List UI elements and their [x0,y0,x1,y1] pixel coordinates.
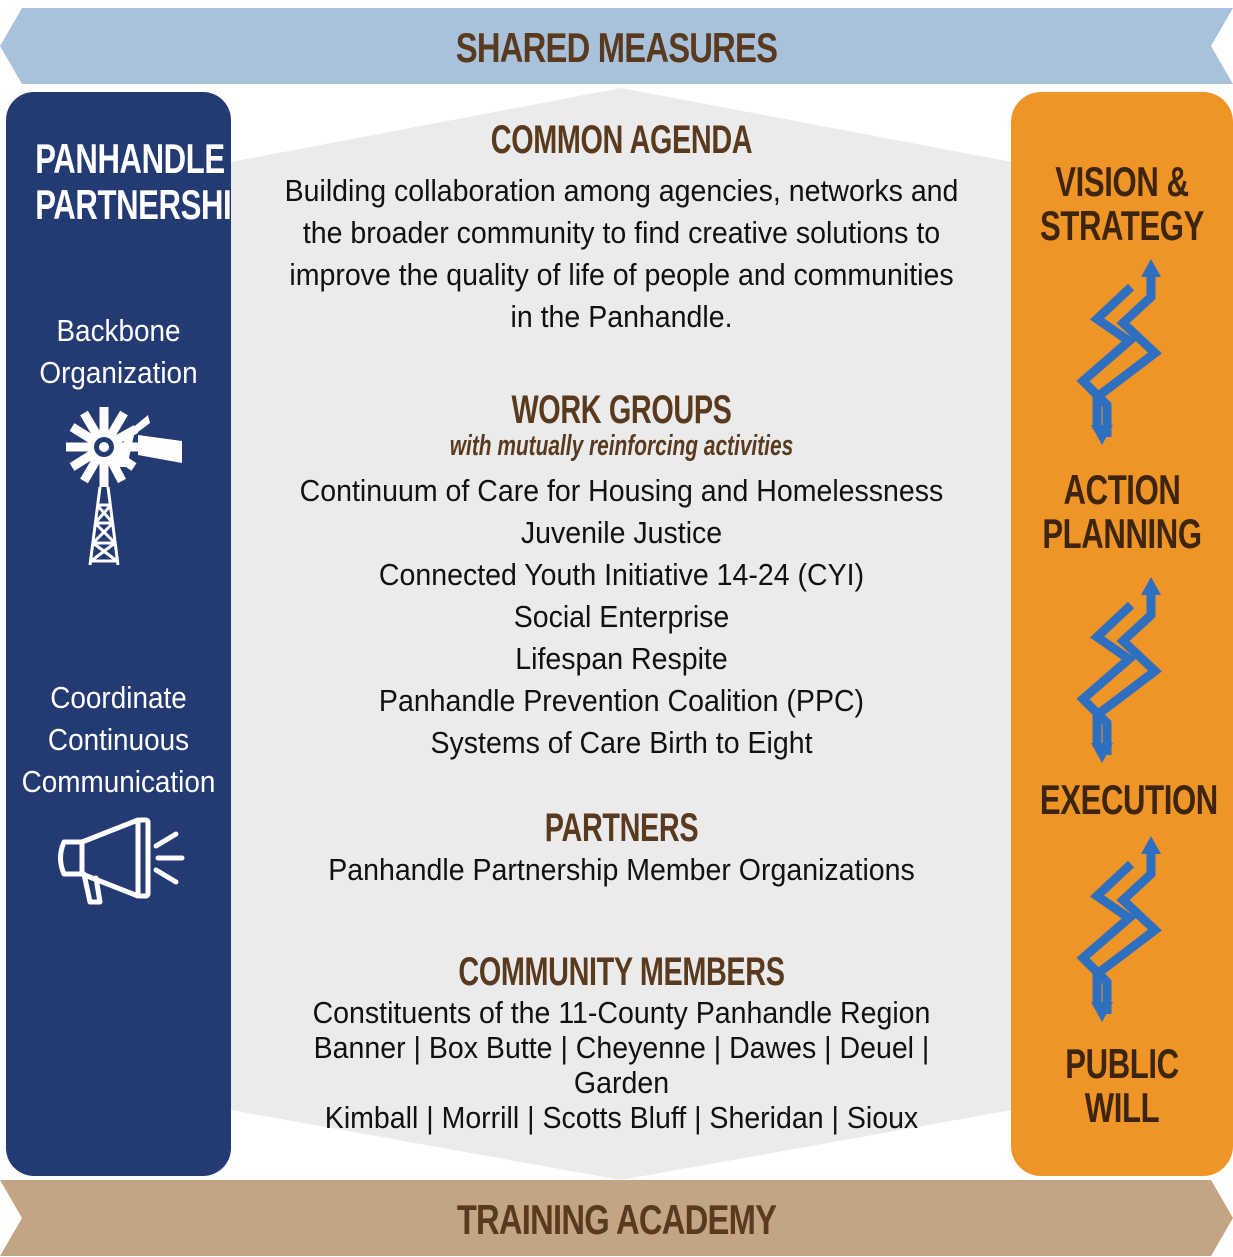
execution-text: EXECUTION [1039,776,1218,823]
coordinate-line-2: Continuous [47,722,190,757]
vision-line-1: VISION & [1055,158,1189,205]
shared-measures-banner: SHARED MEASURES [0,8,1233,84]
work-group-item: Lifespan Respite [515,641,728,676]
zigzag-arrow-icon [1076,577,1162,763]
backbone-line-2: Organization [39,355,198,390]
vision-strategy-label: VISION & STRATEGY [1040,160,1204,248]
community-line: Banner | Box Butte | Cheyenne | Dawes | … [313,1030,930,1100]
public-will-label: PUBLIC WILL [1040,1042,1204,1130]
work-group-item: Continuum of Care for Housing and Homele… [299,473,944,508]
coordinate-line-3: Communication [21,764,216,799]
community-line: Kimball | Morrill | Scotts Bluff | Sheri… [324,1100,919,1135]
common-agenda-text: Building collaboration among agencies, n… [262,170,981,338]
common-agenda-line: improve the quality of life of people an… [289,257,954,292]
community-members-text: Constituents of the 11-County Panhandle … [262,995,981,1135]
work-groups-list: Continuum of Care for Housing and Homele… [262,470,981,764]
coordinate-line-1: Coordinate [50,680,187,715]
windmill-icon [66,407,182,566]
common-agenda-line: the broader community to find creative s… [302,215,941,250]
zigzag-arrow-icon [1076,836,1162,1022]
center-background-shape [231,88,1012,1180]
title-line-1: PANHANDLE [35,135,225,182]
title-line-2: PARTNERSHIP [35,181,252,228]
process-panel: VISION & STRATEGY ACTION PLANNING EXECUT… [1011,92,1233,1176]
work-groups-subheading: with mutually reinforcing activities [449,430,794,462]
community-line: Constituents of the 11-County Panhandle … [312,995,931,1030]
common-agenda-line: in the Panhandle. [510,299,733,334]
coordinate-communication-text: Coordinate Continuous Communication [17,677,220,803]
work-group-item: Connected Youth Initiative 14-24 (CYI) [378,557,865,592]
partners-line: Panhandle Partnership Member Organizatio… [328,852,915,887]
action-planning-label: ACTION PLANNING [1040,468,1204,556]
public-will-text: PUBLIC WILL [1065,1040,1179,1131]
work-group-item: Social Enterprise [513,599,730,634]
partners-text: Panhandle Partnership Member Organizatio… [262,849,981,891]
work-group-item: Panhandle Prevention Coalition (PPC) [378,683,865,718]
training-academy-label: TRAINING ACADEMY [456,1196,777,1243]
backbone-panel: PANHANDLE PARTNERSHIP Backbone Organizat… [6,92,252,1176]
community-members-heading: COMMUNITY MEMBERS [458,950,785,994]
partners-heading: PARTNERS [544,806,699,850]
work-group-item: Systems of Care Birth to Eight [430,725,813,760]
panhandle-partnership-title: PANHANDLE PARTNERSHIP [35,135,252,228]
action-line-1: ACTION [1063,466,1181,513]
execution-label: EXECUTION [1039,776,1218,823]
banner-arrow-shape [0,1180,1233,1256]
action-line-2: PLANNING [1042,510,1202,557]
training-academy-banner: TRAINING ACADEMY [0,1180,1233,1256]
vision-line-2: STRATEGY [1040,202,1204,249]
common-agenda-line: Building collaboration among agencies, n… [284,173,959,208]
backbone-line-1: Backbone [56,313,181,348]
banner-arrow-shape [0,8,1233,84]
zigzag-arrow-icon [1076,259,1162,445]
backbone-organization-text: Backbone Organization [17,310,220,394]
work-group-item: Juvenile Justice [520,515,723,550]
common-agenda-heading: COMMON AGENDA [490,118,753,162]
work-groups-heading: WORK GROUPS [511,388,732,432]
megaphone-icon [58,817,185,905]
shared-measures-label: SHARED MEASURES [455,24,778,71]
